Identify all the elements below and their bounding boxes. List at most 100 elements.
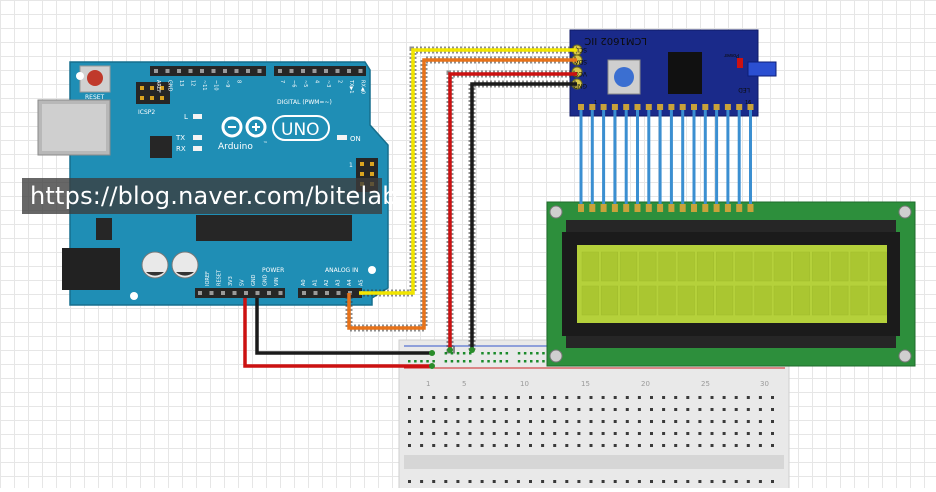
breadboard-hole [565, 444, 569, 447]
lcd-cell [754, 285, 772, 316]
pin-label-sda: SDA [574, 58, 587, 65]
breadboard-hole [553, 432, 557, 435]
mounting-hole [76, 72, 84, 80]
icsp2-body [136, 82, 170, 104]
lcd-cell [831, 285, 849, 316]
breadboard-hole [758, 444, 762, 447]
lcd-cell [620, 251, 638, 282]
contrast-potentiometer [607, 59, 641, 95]
reset-label: RESET [85, 94, 105, 101]
breadboard-hole [710, 420, 714, 423]
breadboard-hole [432, 432, 436, 435]
potentiometer-knob [614, 67, 634, 87]
pin-label-vcc: VCC [575, 70, 587, 77]
breadboard-hole [432, 396, 436, 399]
breadboard-hole [504, 432, 508, 435]
lcd-pin [691, 204, 697, 212]
breadboard-hole [492, 444, 496, 447]
i2c-pad [611, 104, 618, 110]
breadboard-hole [480, 408, 484, 411]
rail-hole [444, 360, 448, 363]
breadboard-hole [589, 444, 593, 447]
lcd-cell [792, 285, 810, 316]
rail-hole [408, 360, 411, 363]
lcd-cell [677, 285, 695, 316]
rail-hole [414, 360, 417, 363]
header-pin [211, 69, 216, 73]
header-pin [312, 69, 317, 73]
lcd-cell [869, 251, 887, 282]
breadboard-hole [420, 420, 424, 423]
usb-chip [150, 136, 172, 158]
breadboard-hole [468, 420, 472, 423]
breadboard-hole [480, 480, 484, 483]
wire-5v-red [243, 298, 432, 368]
breadboard-hole [686, 408, 690, 411]
digital-pin-label: ~9 [224, 80, 230, 87]
breadboard-hole [589, 432, 593, 435]
icsp-pin [370, 162, 374, 166]
power-pin-label: GND [251, 274, 257, 286]
breadboard-hole [674, 420, 678, 423]
breadboard-hole [468, 408, 472, 411]
icsp2-header [136, 82, 170, 104]
rail-hole [517, 360, 521, 363]
breadboard-hole [734, 480, 738, 483]
i2c-pad [600, 104, 607, 110]
lcd-character-grid [581, 251, 887, 316]
breadboard-hole [613, 408, 617, 411]
icsp2-pin [160, 86, 164, 90]
breadboard-hole [420, 408, 424, 411]
breadboard-hole [589, 480, 593, 483]
wire-end-gnd [429, 350, 435, 356]
breadboard-hole [662, 408, 666, 411]
lcd-cell [620, 285, 638, 316]
breadboard-hole [710, 432, 714, 435]
i2c-pad [679, 104, 686, 110]
capacitor [141, 251, 169, 279]
breadboard-hole [601, 432, 605, 435]
uno-badge [272, 115, 330, 141]
power-jack [62, 248, 120, 290]
breadboard-hole [516, 432, 520, 435]
breadboard-hole [577, 444, 581, 447]
breadboard-column-numbers: 1 5 10 15 20 25 30 [426, 380, 769, 388]
breadboard-hole [541, 444, 545, 447]
power-pin-label: VIN [274, 277, 280, 286]
breadboard-hole [492, 432, 496, 435]
breadboard-hole [698, 432, 702, 435]
breadboard-hole [650, 420, 653, 423]
lcd-cell [754, 251, 772, 282]
breadboard-hole [662, 432, 666, 435]
rail-hole [462, 352, 466, 355]
breadboard-hole [492, 408, 496, 411]
i2c-pad [691, 104, 697, 110]
arduino-logo: Arduino ™ [218, 116, 268, 152]
lcd-cell [696, 285, 714, 316]
led-jumper [747, 61, 777, 77]
breadboard-hole [529, 444, 532, 447]
breadboard-hole [613, 420, 617, 423]
lcd-cell [581, 251, 599, 282]
lcd-cell [773, 251, 791, 282]
breadboard-hole [662, 396, 666, 399]
breadboard-hole [468, 432, 472, 435]
icsp-pin [370, 172, 374, 176]
rail-hole [487, 352, 490, 355]
breadboard-hole [456, 444, 460, 447]
analog-label: ANALOG IN [325, 267, 358, 274]
lcd-pin [747, 204, 754, 212]
rail-hole [517, 352, 521, 355]
breadboard-hole [637, 444, 641, 447]
breadboard-hole [492, 396, 496, 399]
breadboard-hole [553, 444, 557, 447]
digital-pin-label: ~3 [325, 80, 331, 87]
rail-hole [536, 352, 539, 355]
icsp2-label: ICSP2 [138, 109, 155, 116]
header-pin [336, 291, 341, 295]
rail-hole [456, 360, 460, 363]
digital-pin-label: TX▶1 [348, 79, 354, 94]
digital-pin-label: ~6 [291, 80, 297, 87]
breadboard-hole [444, 408, 448, 411]
lcd-pin [668, 204, 675, 212]
